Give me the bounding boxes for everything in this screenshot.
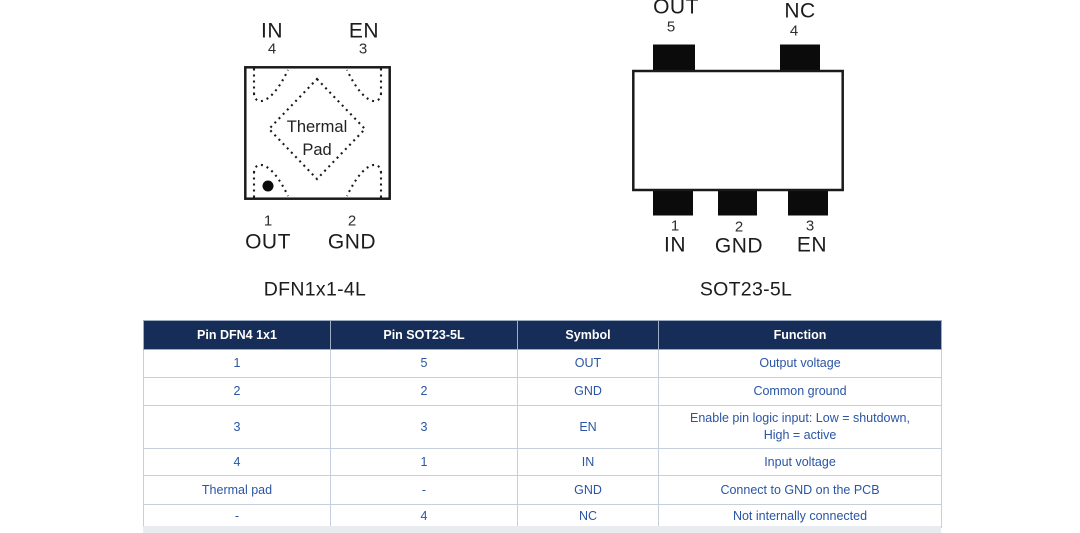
- table-row: 1 5 OUT Output voltage: [143, 349, 942, 378]
- sot-pin2-number: 2: [734, 218, 744, 236]
- sot23-package-drawing: [632, 44, 844, 216]
- table-row: Thermal pad - GND Connect to GND on the …: [143, 475, 942, 505]
- header-pin-dfn: Pin DFN4 1x1: [143, 320, 331, 350]
- cell-function: Not internally connected: [658, 504, 942, 528]
- header-pin-sot: Pin SOT23-5L: [330, 320, 518, 350]
- sot-pin4-number: 4: [789, 22, 799, 40]
- cell-sot-pin: 5: [330, 349, 518, 378]
- sot-pin2-label: GND: [714, 234, 764, 258]
- table-row: 2 2 GND Common ground: [143, 377, 942, 406]
- table-header-row: Pin DFN4 1x1 Pin SOT23-5L Symbol Functio…: [143, 320, 942, 350]
- sot-pin3-label: EN: [796, 233, 828, 257]
- cell-sot-pin: 4: [330, 504, 518, 528]
- cell-dfn-pin: 3: [143, 405, 331, 449]
- header-function: Function: [658, 320, 942, 350]
- dfn-pin1-marker-dot: [262, 180, 274, 192]
- dfn-pin2-label: GND: [327, 230, 377, 254]
- cell-dfn-pin: -: [143, 504, 331, 528]
- cell-function: Enable pin logic input: Low = shutdown, …: [658, 405, 942, 449]
- cell-sot-pin: 1: [330, 448, 518, 476]
- sot-pin5-label: OUT: [653, 0, 699, 19]
- table-row: - 4 NC Not internally connected: [143, 504, 942, 528]
- dfn-pin3-number: 3: [358, 40, 368, 58]
- dfn-thermal-pad-text-line2: Pad: [302, 141, 331, 159]
- dfn-package-drawing: Thermal Pad: [244, 66, 391, 200]
- cell-dfn-pin: 4: [143, 448, 331, 476]
- dfn-pin2-number: 2: [347, 212, 357, 230]
- cell-function: Connect to GND on the PCB: [658, 475, 942, 505]
- table-row: 3 3 EN Enable pin logic input: Low = shu…: [143, 405, 942, 449]
- table-bottom-band: [143, 526, 941, 533]
- cell-function: Input voltage: [658, 448, 942, 476]
- sot-pin1-pad: [653, 190, 693, 216]
- table-row: 4 1 IN Input voltage: [143, 448, 942, 476]
- dfn-body-outline: [244, 66, 391, 200]
- sot-pin5-pad: [653, 44, 695, 71]
- sot-pin2-pad: [718, 190, 757, 216]
- sot-pin1-label: IN: [664, 233, 686, 257]
- cell-dfn-pin: 1: [143, 349, 331, 378]
- sot-pin3-pad: [788, 190, 828, 216]
- sot-pin4-label: NC: [784, 0, 816, 23]
- cell-dfn-pin: Thermal pad: [143, 475, 331, 505]
- dfn-thermal-pad-text-line1: Thermal: [287, 118, 348, 136]
- dfn-package-caption: DFN1x1-4L: [263, 278, 367, 301]
- sot-pin4-pad: [780, 44, 820, 71]
- cell-symbol: OUT: [517, 349, 659, 378]
- dfn-corner-pads: [252, 68, 383, 198]
- header-symbol: Symbol: [517, 320, 659, 350]
- sot-pin1-number: 1: [670, 217, 680, 235]
- dfn-pin4-number: 4: [267, 40, 277, 58]
- sot-pin5-number: 5: [666, 18, 676, 36]
- cell-symbol: EN: [517, 405, 659, 449]
- cell-dfn-pin: 2: [143, 377, 331, 406]
- cell-function: Common ground: [658, 377, 942, 406]
- cell-symbol: GND: [517, 377, 659, 406]
- pin-function-table: Pin DFN4 1x1 Pin SOT23-5L Symbol Functio…: [143, 320, 942, 528]
- dfn-pin1-number: 1: [263, 212, 273, 230]
- dfn-pin4-label: IN: [261, 19, 283, 43]
- cell-symbol: NC: [517, 504, 659, 528]
- cell-symbol: IN: [517, 448, 659, 476]
- cell-symbol: GND: [517, 475, 659, 505]
- cell-function: Output voltage: [658, 349, 942, 378]
- dfn-thermal-pad-outline: [267, 77, 367, 181]
- cell-sot-pin: 2: [330, 377, 518, 406]
- cell-sot-pin: 3: [330, 405, 518, 449]
- sot-pin3-number: 3: [805, 217, 815, 235]
- sot-package-caption: SOT23-5L: [699, 278, 793, 301]
- sot-body-outline: [632, 69, 844, 192]
- dfn-pin3-label: EN: [348, 19, 380, 43]
- dfn-pin1-label: OUT: [245, 230, 291, 254]
- cell-sot-pin: -: [330, 475, 518, 505]
